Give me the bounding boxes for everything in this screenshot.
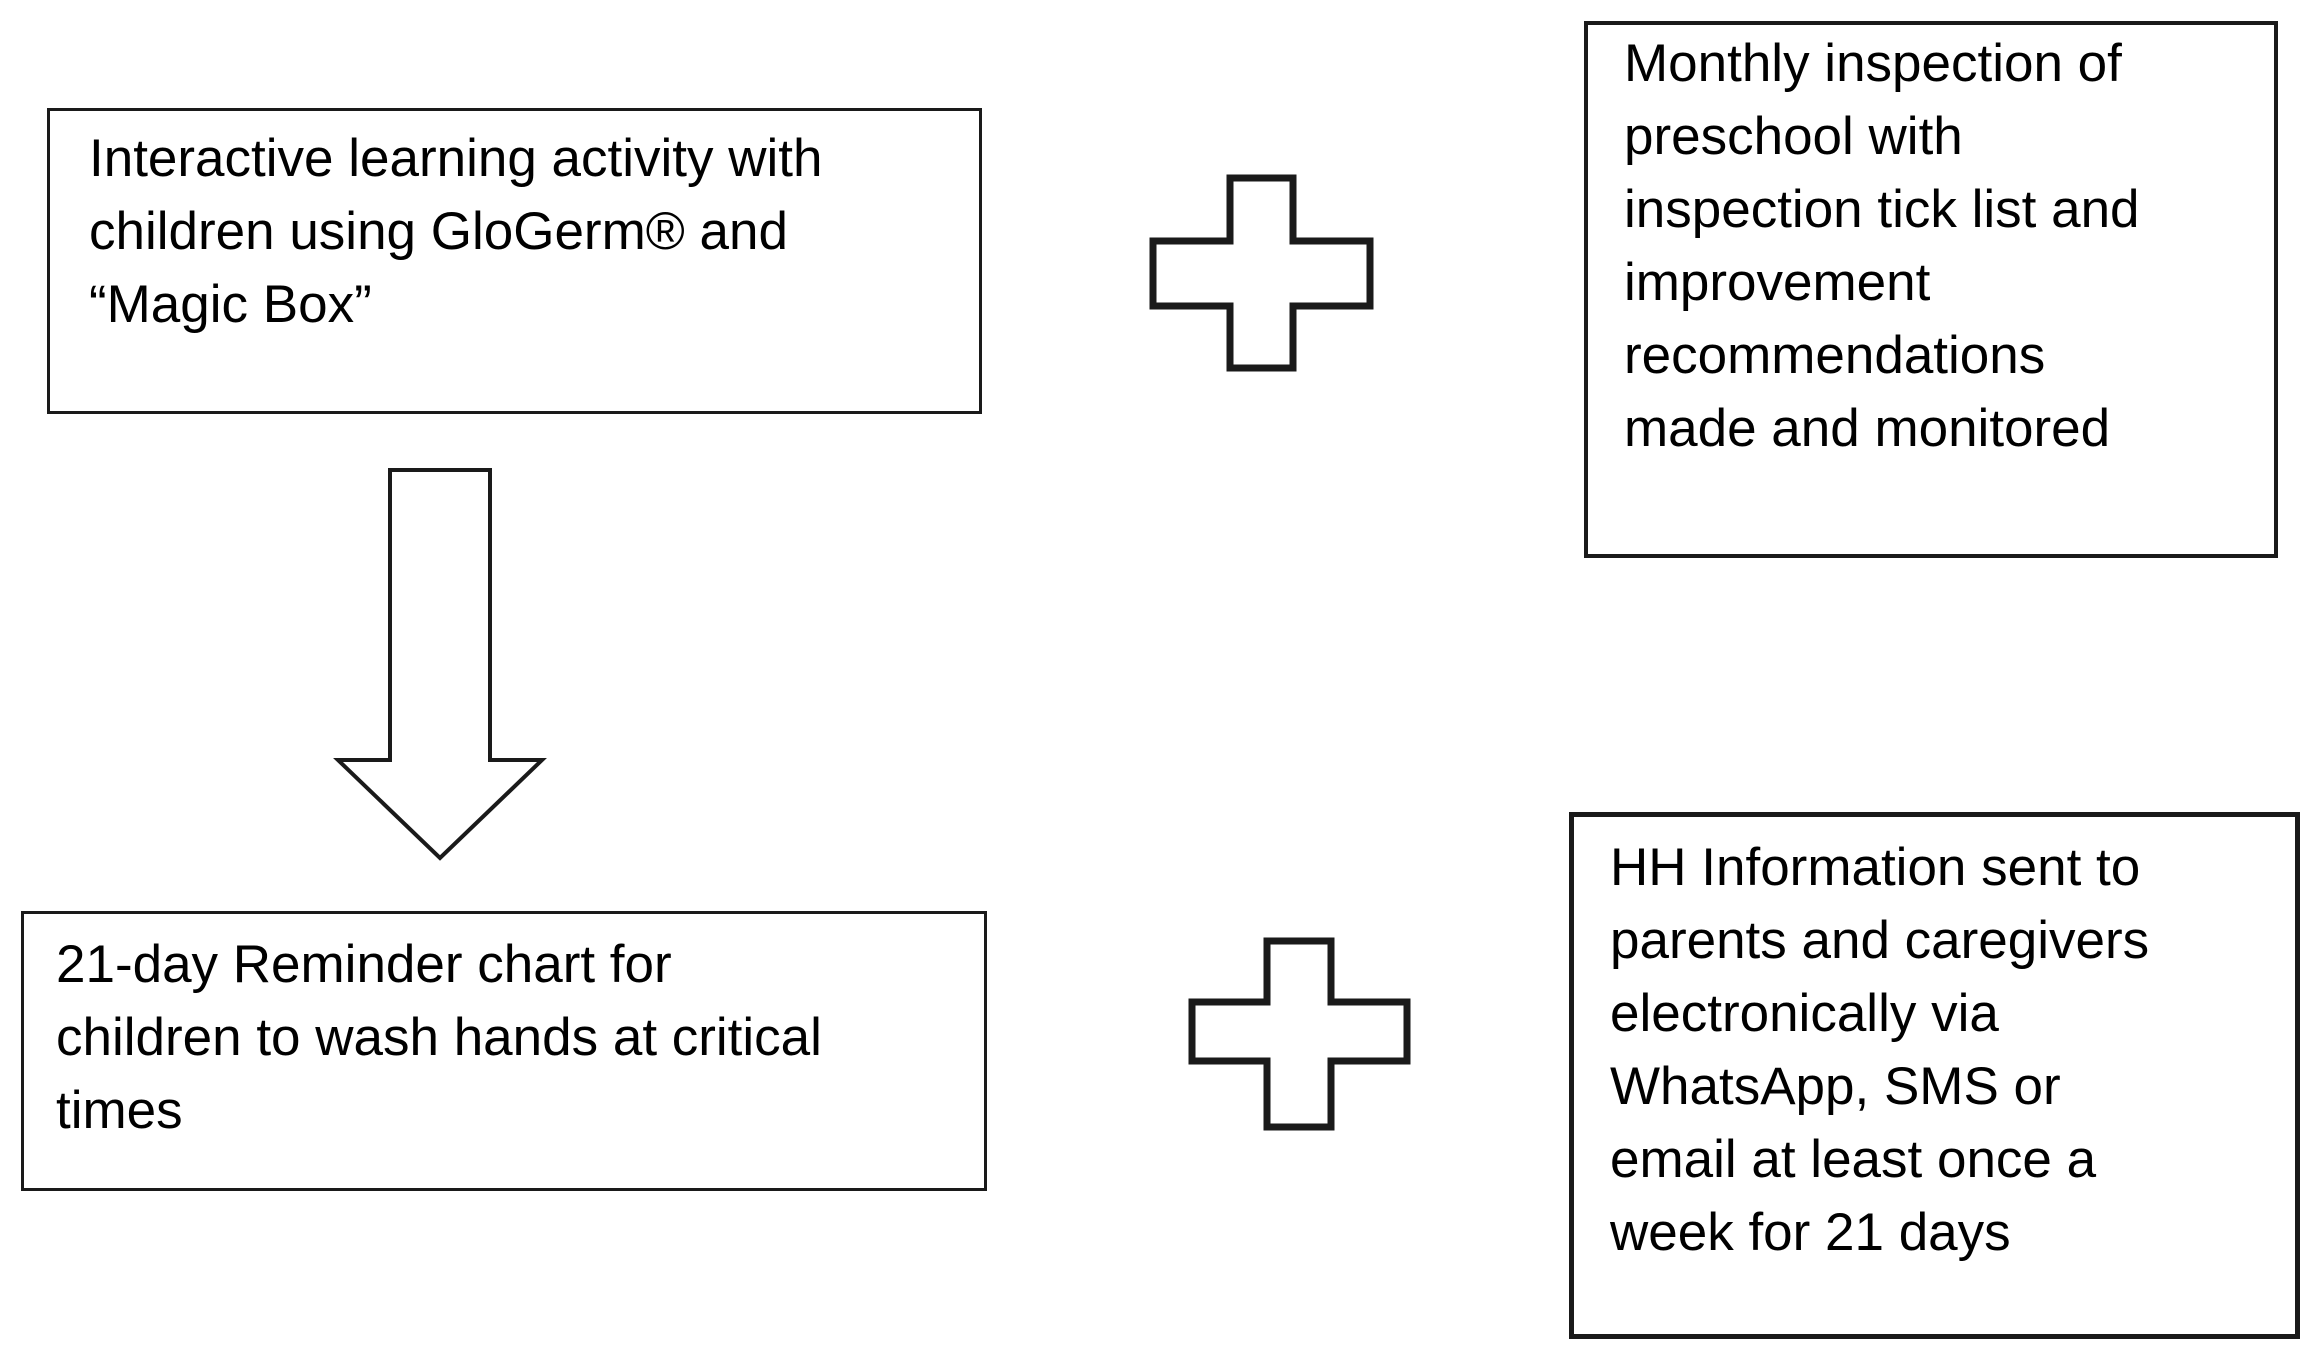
reminder-chart-text: 21-day Reminder chart for children to wa… [56, 935, 822, 1140]
hh-information-box: HH Information sent to parents and careg… [1569, 812, 2300, 1339]
interactive-learning-box: Interactive learning activity with child… [47, 108, 982, 414]
interactive-learning-text: Interactive learning activity with child… [89, 129, 823, 334]
monthly-inspection-text: Monthly inspection of preschool with ins… [1624, 34, 2140, 458]
plus-icon [1149, 174, 1374, 372]
hh-information-text: HH Information sent to parents and careg… [1610, 838, 2150, 1262]
down-arrow-icon [333, 468, 547, 861]
plus-icon [1188, 937, 1411, 1131]
monthly-inspection-box: Monthly inspection of preschool with ins… [1584, 21, 2278, 558]
reminder-chart-box: 21-day Reminder chart for children to wa… [21, 911, 987, 1191]
